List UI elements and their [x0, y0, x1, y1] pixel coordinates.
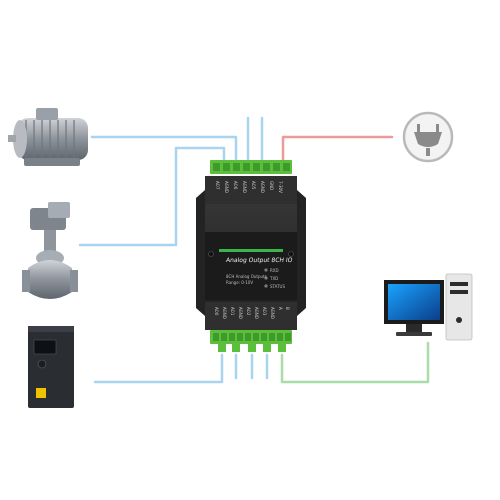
module-title: Analog Output 8CH IO — [225, 257, 293, 264]
power-plug-icon — [402, 111, 454, 163]
led-label-txd: TXD — [270, 276, 279, 281]
bottom-pin-label: AGND — [254, 307, 259, 319]
top-pin-label: AGND — [242, 181, 247, 193]
top-pin-label: AGND — [260, 181, 265, 193]
top-pin-label: AO5 — [251, 181, 256, 190]
bottom-pin-label: AGND — [222, 307, 227, 319]
bottom-pin-label: B — [285, 307, 290, 310]
bottom-pin-label: AO2 — [246, 307, 251, 316]
module-subtitle-line-2: Range: 0-10V — [226, 280, 254, 285]
comm-line — [280, 341, 430, 384]
bottom-pin-label: AO3 — [262, 307, 267, 316]
top-pin-label: 7-30V — [278, 181, 283, 193]
bottom-pin-label: A — [278, 307, 283, 310]
connection-lines — [78, 116, 430, 384]
led-label-rxd: RXD — [270, 268, 279, 273]
analog-line-motor — [90, 135, 238, 162]
led-rxd — [264, 268, 268, 272]
top-pin-label: AO7 — [215, 181, 220, 190]
module-body — [196, 176, 306, 330]
power-line — [281, 135, 394, 162]
bottom-terminal-block — [210, 330, 292, 352]
frequency-inverter-icon — [28, 326, 74, 408]
desktop-computer-icon — [384, 273, 473, 341]
led-label-status: STATUS — [270, 284, 286, 289]
top-pin-label: AO6 — [233, 181, 238, 190]
bottom-pin-label: AO0 — [214, 307, 219, 316]
top-pin-label: GND — [269, 181, 274, 191]
bottom-pin-label: AO1 — [230, 307, 235, 316]
bottom-pin-label: AGND — [238, 307, 243, 319]
analog-line-inverter — [93, 353, 224, 384]
module-subtitle-line-1: 8CH Analog Outputs — [226, 274, 267, 279]
led-txd — [264, 276, 268, 280]
top-terminal-block — [210, 160, 292, 174]
green-accent-bar — [219, 249, 283, 252]
valve-actuator-icon — [22, 202, 78, 299]
motor-icon — [8, 108, 88, 166]
analog-line-valve — [78, 146, 226, 247]
led-status — [264, 284, 268, 288]
top-pin-label: AGND — [224, 181, 229, 193]
bottom-pin-label: AGND — [270, 307, 275, 319]
